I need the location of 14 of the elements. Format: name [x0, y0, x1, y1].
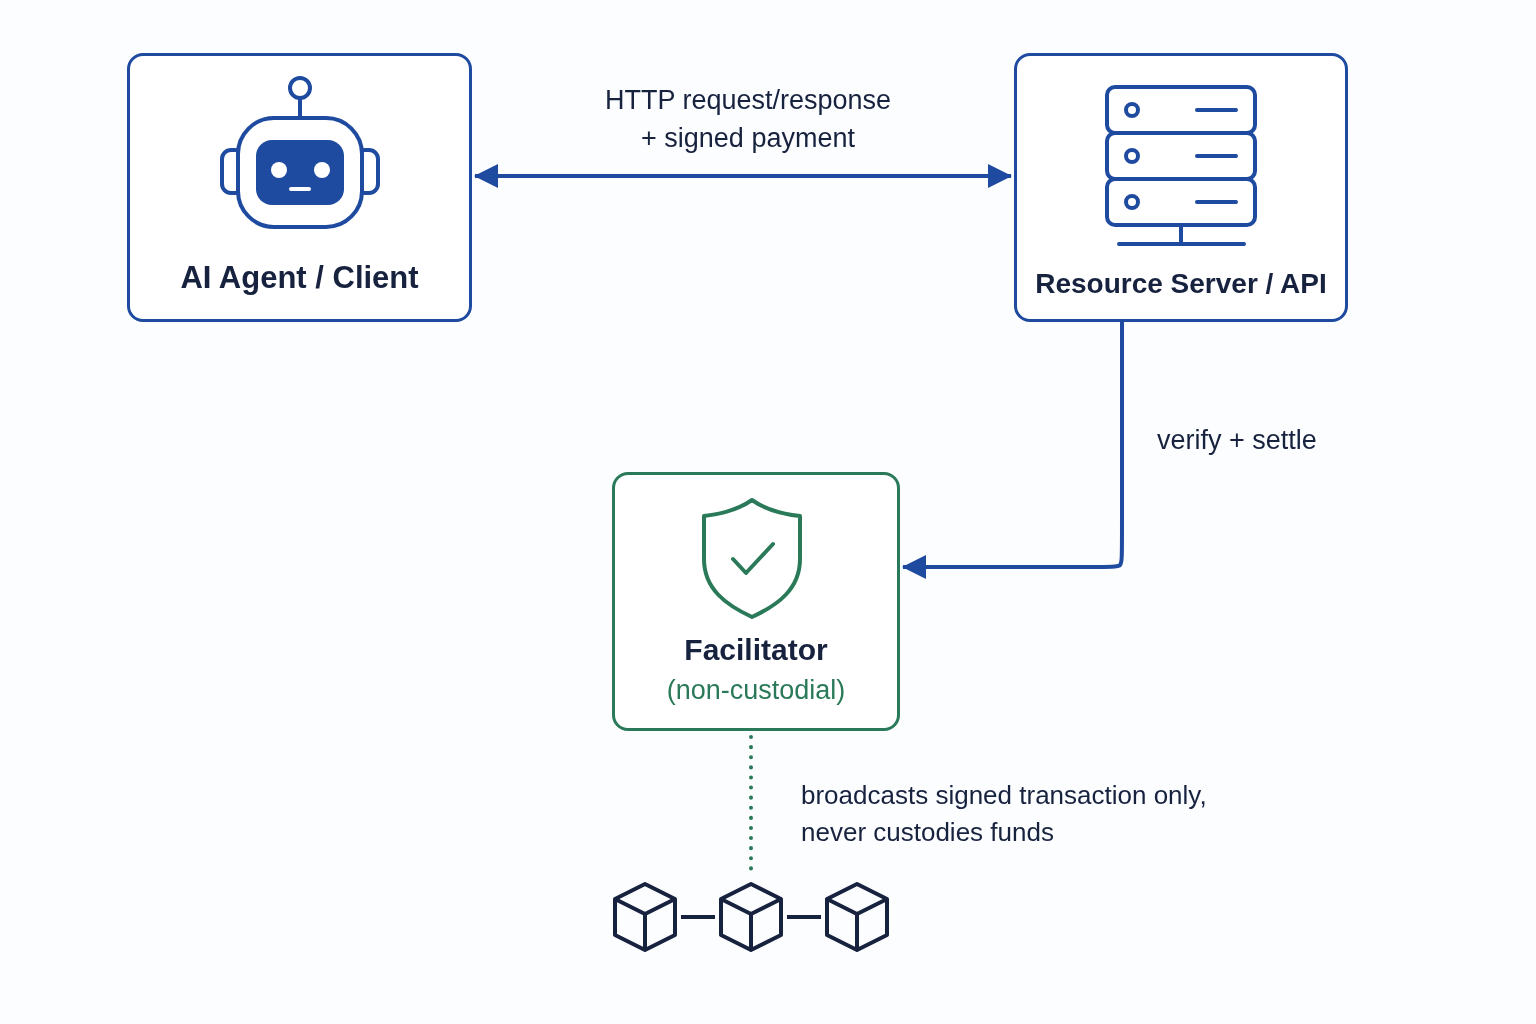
node-title: AI Agent / Client: [180, 259, 419, 297]
cube-icon: [612, 881, 678, 953]
process-box: [1014, 53, 1348, 322]
connector-line: [681, 915, 715, 919]
node-title: Facilitator: [684, 632, 828, 668]
cube-icon: [824, 881, 890, 953]
double-arrow: [474, 164, 1012, 188]
node-subtitle: (non-custodial): [666, 674, 846, 707]
process-box: [127, 53, 472, 322]
process-box: [612, 472, 900, 731]
connector-line: [787, 915, 821, 919]
cube-icon: [718, 881, 784, 953]
node-title: Resource Server / API: [1035, 267, 1327, 301]
arrow: [902, 322, 1124, 579]
